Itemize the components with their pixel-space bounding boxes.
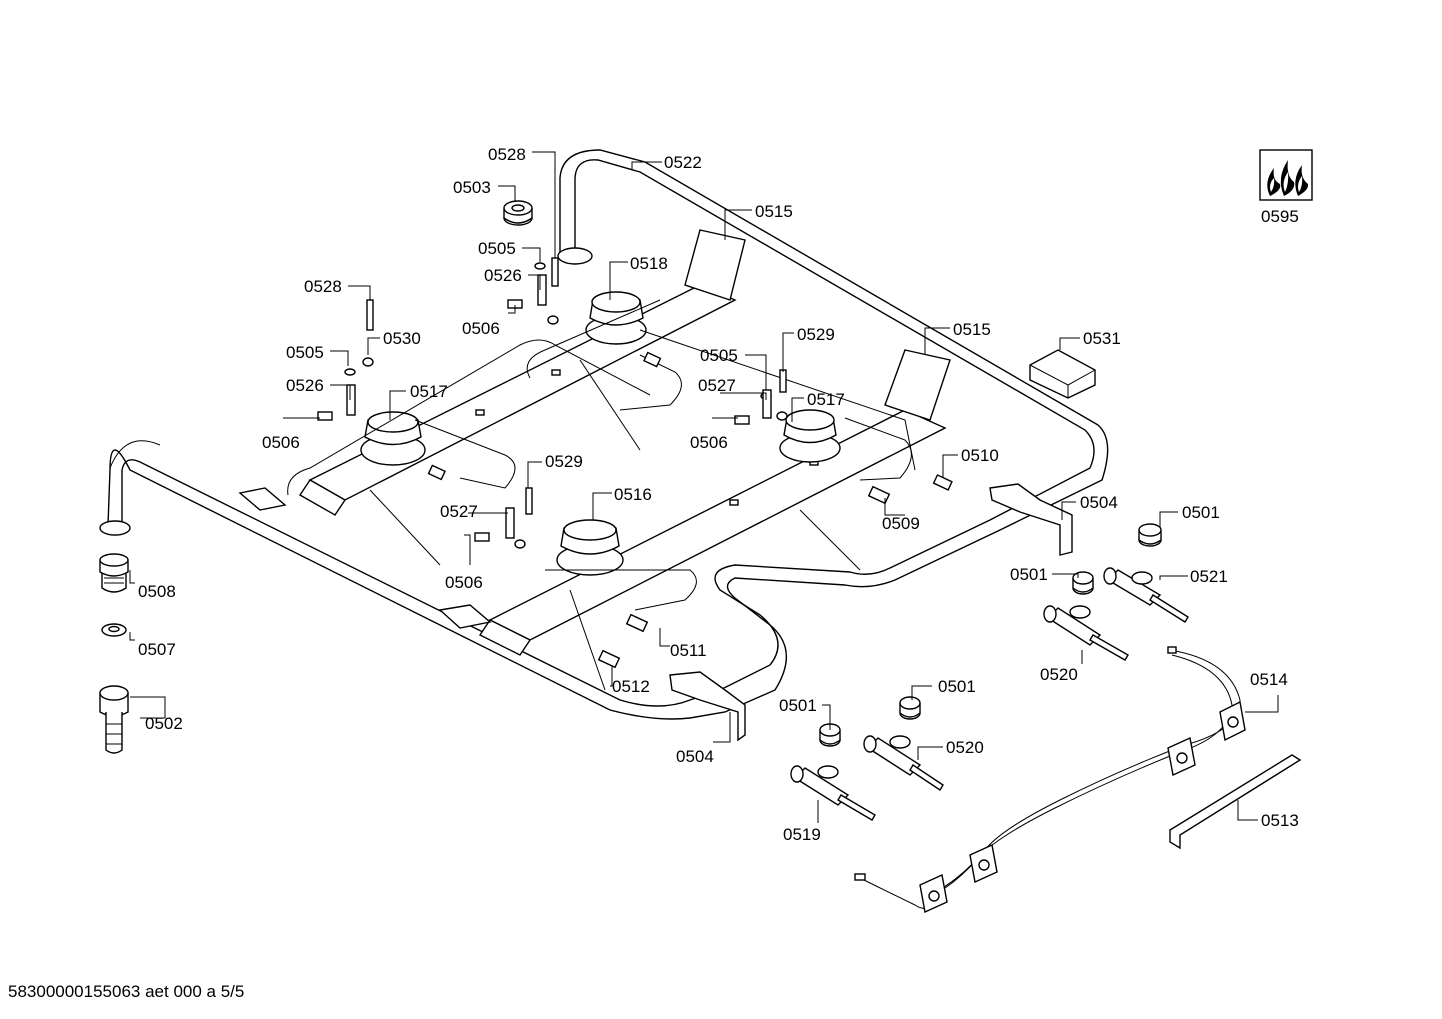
- wire-loops: [287, 299, 916, 691]
- label-0506a: 0506: [462, 319, 500, 338]
- label-0516: 0516: [614, 485, 652, 504]
- nut-0530d: [514, 539, 526, 549]
- burner-0517a: [360, 411, 426, 466]
- nut-0501c: [819, 723, 841, 747]
- label-0529b: 0529: [545, 452, 583, 471]
- nut-0530a: [547, 315, 559, 325]
- switch-3: [969, 843, 998, 884]
- nut-0530b: [362, 357, 374, 367]
- washer-0507: [101, 623, 127, 637]
- label-0505a: 0505: [478, 239, 516, 258]
- brackets: [238, 483, 1073, 742]
- nut-0501d: [899, 696, 921, 720]
- label-0501d: 0501: [938, 677, 976, 696]
- label-0515b: 0515: [953, 320, 991, 339]
- label-0508: 0508: [138, 582, 176, 601]
- nut-0503: [503, 200, 533, 226]
- label-0501c: 0501: [779, 696, 817, 715]
- gas-symbol-0595: [1259, 149, 1313, 201]
- label-0506b: 0506: [262, 433, 300, 452]
- nut-0501b: [1072, 571, 1094, 595]
- label-0513: 0513: [1261, 811, 1299, 830]
- label-0518: 0518: [630, 254, 668, 273]
- fitting-0502: [99, 685, 129, 754]
- label-0514: 0514: [1250, 670, 1288, 689]
- label-0501a: 0501: [1182, 503, 1220, 522]
- label-0522: 0522: [664, 153, 702, 172]
- switch-2: [1167, 736, 1196, 777]
- left-fittings: [99, 553, 129, 754]
- gas-tube-frame: [99, 149, 1109, 720]
- label-0519: 0519: [783, 825, 821, 844]
- burner-0517b: [779, 409, 841, 463]
- label-0512: 0512: [612, 677, 650, 696]
- label-0527b: 0527: [440, 502, 478, 521]
- label-0526a: 0526: [484, 266, 522, 285]
- label-0520b: 0520: [946, 738, 984, 757]
- document-footer: 58300000155063 aet 000 a 5/5: [8, 982, 244, 1001]
- label-0527a: 0527: [698, 376, 736, 395]
- label-0526b: 0526: [286, 376, 324, 395]
- valve-0520b: [863, 735, 944, 791]
- electrodes: [317, 257, 787, 542]
- label-0528a: 0528: [488, 145, 526, 164]
- washer-0505a: [534, 262, 546, 270]
- label-0517b: 0517: [807, 390, 845, 409]
- burner-cups: [360, 291, 841, 576]
- label-0506d: 0506: [445, 573, 483, 592]
- label-0503: 0503: [453, 178, 491, 197]
- label-0510: 0510: [961, 446, 999, 465]
- label-0504b: 0504: [676, 747, 714, 766]
- label-0529a: 0529: [797, 325, 835, 344]
- label-0507: 0507: [138, 640, 176, 659]
- label-0520a: 0520: [1040, 665, 1078, 684]
- nuts-and-washers: [344, 200, 1162, 747]
- label-0515a: 0515: [755, 202, 793, 221]
- label-0502: 0502: [145, 714, 183, 733]
- switch-harness-0514: [854, 646, 1246, 914]
- valve-0519: [790, 765, 876, 821]
- burner-0518: [585, 291, 647, 345]
- label-0595: 0595: [1261, 207, 1299, 226]
- strip-0513: [1169, 754, 1302, 850]
- switch-1: [1219, 700, 1246, 742]
- label-0531: 0531: [1083, 329, 1121, 348]
- valve-0521: [1103, 567, 1189, 623]
- fitting-0508: [99, 553, 129, 593]
- washer-0505b: [344, 368, 356, 376]
- part-labels: 0528 0522 0503 0515 0505 0526 0518 0506 …: [138, 145, 1299, 844]
- label-0521: 0521: [1190, 567, 1228, 586]
- label-0530: 0530: [383, 329, 421, 348]
- burner-0516: [556, 519, 624, 576]
- label-0506c: 0506: [690, 433, 728, 452]
- label-0511: 0511: [670, 641, 707, 660]
- label-0517a: 0517: [410, 382, 448, 401]
- label-0505b: 0505: [286, 343, 324, 362]
- valve-0520a: [1043, 605, 1129, 661]
- label-0509: 0509: [882, 514, 920, 533]
- part-0531: [1029, 349, 1096, 399]
- label-0504a: 0504: [1080, 493, 1118, 512]
- label-0505c: 0505: [700, 346, 738, 365]
- gas-valves: [790, 567, 1189, 821]
- nut-0501a: [1138, 523, 1162, 547]
- wire-fittings: [427, 351, 953, 669]
- label-0501b: 0501: [1010, 565, 1048, 584]
- label-0528b: 0528: [304, 277, 342, 296]
- leader-lines: [129, 151, 1279, 823]
- switch-4: [919, 873, 948, 914]
- nut-0530c: [776, 411, 788, 421]
